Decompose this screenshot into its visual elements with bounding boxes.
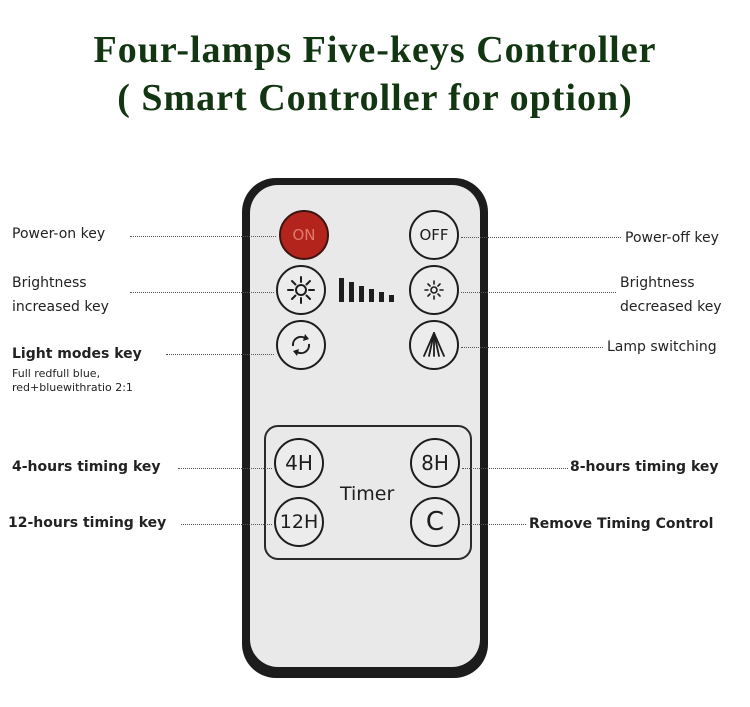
light-modes-button[interactable] — [276, 320, 326, 370]
sun-bright-icon — [287, 276, 315, 304]
timer-panel — [264, 425, 472, 560]
lamp-switching-button[interactable] — [409, 320, 459, 370]
label-timing-8h: 8-hours timing key — [570, 459, 719, 475]
leader-line — [130, 236, 276, 237]
timer-12h-button[interactable]: 12H — [274, 497, 324, 547]
leader-line — [462, 524, 526, 525]
leader-line — [181, 524, 272, 525]
label-brightness-inc-2: increased key — [12, 299, 109, 315]
label-timing-12h: 12-hours timing key — [8, 515, 167, 531]
page-subtitle: ( Smart Controller for option) — [117, 77, 633, 119]
lamp-rays-icon — [423, 332, 445, 357]
leader-line — [166, 354, 274, 355]
timer-4h-button[interactable]: 4H — [274, 438, 324, 488]
power-off-button[interactable]: OFF — [409, 210, 459, 260]
label-brightness-dec-2: decreased key — [620, 299, 722, 315]
leader-line — [461, 347, 603, 348]
label-light-modes: Light modes key — [12, 346, 142, 362]
label-remove-timing: Remove Timing Control — [529, 516, 714, 532]
sun-dim-icon — [424, 280, 444, 300]
power-on-button[interactable]: ON — [279, 210, 329, 260]
leader-line — [130, 292, 274, 293]
brightness-decrease-button[interactable] — [409, 265, 459, 315]
cycle-icon — [291, 334, 311, 356]
brightness-increase-button[interactable] — [276, 265, 326, 315]
label-lamp-switching: Lamp switching — [607, 339, 717, 355]
leader-line — [461, 237, 621, 238]
label-light-modes-note-2: red+bluewithratio 2:1 — [12, 381, 133, 394]
leader-line — [178, 468, 272, 469]
remove-timing-button[interactable]: C — [410, 497, 460, 547]
label-light-modes-note-1: Full redfull blue, — [12, 367, 101, 380]
label-brightness-inc-1: Brightness — [12, 275, 87, 291]
leader-line — [462, 468, 568, 469]
label-power-off: Power-off key — [625, 230, 719, 246]
leader-line — [461, 292, 616, 293]
label-timing-4h: 4-hours timing key — [12, 459, 161, 475]
label-power-on: Power-on key — [12, 226, 106, 242]
timer-label: Timer — [340, 483, 395, 505]
page-title: Four-lamps Five-keys Controller — [93, 29, 657, 71]
timer-8h-button[interactable]: 8H — [410, 438, 460, 488]
label-brightness-dec-1: Brightness — [620, 275, 695, 291]
brightness-level-icon — [339, 278, 394, 302]
